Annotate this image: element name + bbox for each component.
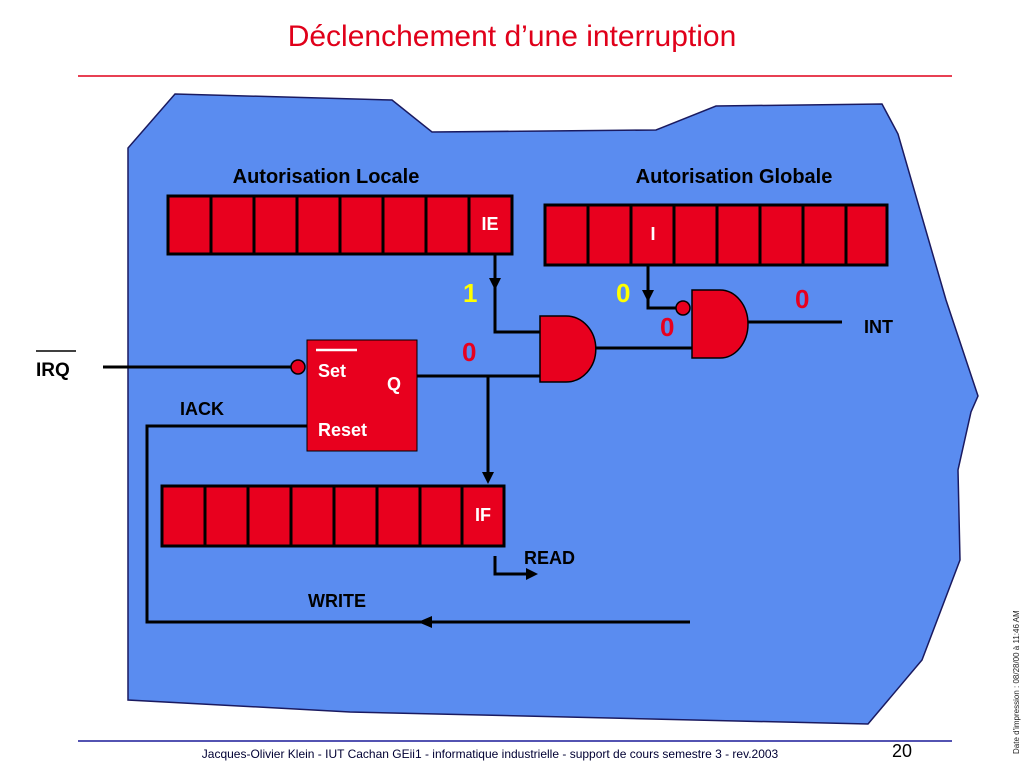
- register-cell: [801, 203, 848, 267]
- register-cell: [418, 484, 464, 548]
- register-cell: [160, 484, 207, 548]
- background-blob: [127, 93, 979, 725]
- value-int: 0: [795, 284, 809, 314]
- global-enable-title: Autorisation Globale: [636, 166, 833, 188]
- print-date: Date d'impression : 08/28/00 à 11:46 AM: [1012, 610, 1021, 754]
- value-q: 0: [462, 337, 476, 367]
- register-cell: [672, 203, 719, 267]
- write-label: WRITE: [308, 591, 366, 611]
- arrow-read-right-icon: [526, 568, 538, 580]
- irq-inversion-bubble: [290, 359, 306, 375]
- register-cell: [381, 194, 428, 256]
- read-wire: [493, 556, 532, 576]
- flipflop-set-label: Set: [318, 361, 346, 381]
- register-cell: [295, 194, 342, 256]
- register-cell: [289, 484, 336, 548]
- read-label: READ: [524, 548, 575, 568]
- and-gate-1: [539, 315, 597, 383]
- register-cell: [375, 484, 422, 548]
- register-cell: [252, 194, 299, 256]
- register-cell: [209, 194, 256, 256]
- register-cell-if: [460, 484, 506, 548]
- page-number: 20: [892, 741, 913, 761]
- register-cell-ie: [467, 194, 514, 256]
- register-cell: [758, 203, 805, 267]
- interrupt-flag-register: [160, 484, 506, 548]
- register-cell-i: [629, 203, 676, 267]
- global-enable-register: [543, 203, 889, 267]
- value-and1-out: 0: [660, 312, 674, 342]
- slide-footer: Jacques-Olivier Klein - IUT Cachan GEii1…: [201, 747, 779, 761]
- register-cell: [586, 203, 633, 267]
- flipflop-q-label: Q: [387, 374, 401, 394]
- if-bit-label: IF: [475, 505, 491, 525]
- irq-label: IRQ: [36, 360, 70, 381]
- register-cell: [424, 194, 471, 256]
- flipflop-reset-label: Reset: [318, 420, 367, 440]
- register-cell: [338, 194, 385, 256]
- i-wire: [646, 265, 676, 310]
- value-i: 0: [616, 278, 630, 308]
- i-inversion-bubble: [675, 300, 691, 316]
- ie-bit-label: IE: [481, 214, 498, 234]
- register-cell: [332, 484, 379, 548]
- arrow-i-down-icon: [642, 290, 654, 302]
- iack-label: IACK: [180, 399, 224, 419]
- local-enable-register: [166, 194, 514, 256]
- register-cell: [543, 203, 590, 267]
- value-ie: 1: [463, 278, 477, 308]
- register-cell: [246, 484, 293, 548]
- int-label: INT: [864, 317, 893, 337]
- slide-title: Déclenchement d’une interruption: [287, 20, 737, 53]
- arrow-write-left-icon: [418, 616, 432, 628]
- register-cell: [844, 203, 889, 267]
- and-gate-2: [691, 289, 749, 359]
- arrow-if-down-icon: [482, 472, 494, 484]
- register-cell: [203, 484, 250, 548]
- arrow-ie-down-icon: [489, 278, 501, 290]
- local-enable-title: Autorisation Locale: [233, 166, 420, 188]
- i-bit-label: I: [650, 224, 655, 244]
- register-cell: [166, 194, 213, 256]
- register-cell: [715, 203, 762, 267]
- rs-flipflop: [306, 339, 418, 452]
